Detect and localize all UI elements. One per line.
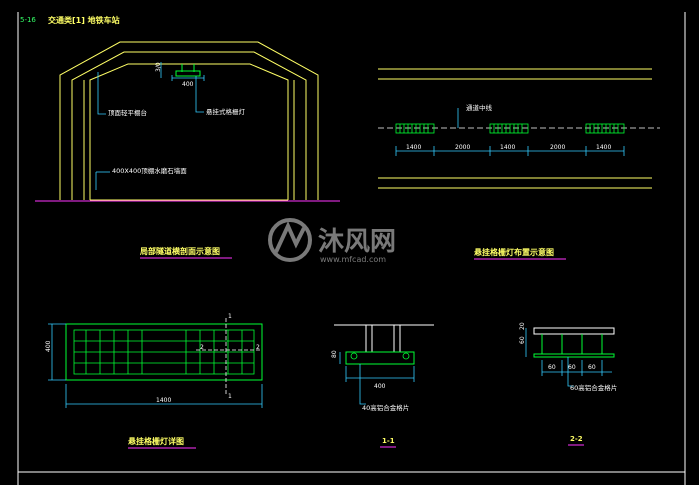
watermark-url: www.mfcad.com [320,255,386,264]
lamp-dim-side: 3/0 [155,62,162,72]
plan-dim-4: 2000 [550,144,565,151]
grille-mark-left: 2 [200,344,204,351]
grille-detail-plan: 1 1 2 2 400 1400 悬挂格栅灯详图 [45,313,263,449]
section-2-2-top-rail [533,327,615,335]
watermark-brand: 沐风网 [318,227,396,257]
label-lamp: 悬挂式格栅灯 [206,107,246,116]
section-1-1-dims [339,352,415,405]
page-code: 5-16 [20,16,36,24]
grille-detail-title: 悬挂格栅灯详图 [127,436,184,446]
watermark-logo-icon [268,218,312,262]
grille-dim-width: 1400 [156,397,171,404]
plan-lamp-2 [489,123,529,134]
section-1-1-dim-400: 400 [374,383,386,390]
section-2-2-dims [525,328,612,387]
grille-dim-height: 400 [45,340,52,352]
hanging-lamp [175,64,201,77]
section-1-1: 80 400 40高铝合金格片 1-1 [331,324,434,448]
label-centerline: 通道中线 [466,103,493,112]
section-1-1-title: 1-1 [382,437,395,445]
section-2-2-label-fin: 60高铝合金格片 [570,383,617,392]
watermark: 沐风网 www.mfcad.com [268,218,396,264]
tunnel-arch-outline [59,41,319,201]
lamp-dim-400: 400 [182,81,194,88]
plan-lamp-1 [395,123,435,134]
grille-mark-right: 2 [256,344,260,351]
lamp-layout-plan: 通道中线 1400 2000 1400 2000 1400 悬挂格栅灯布置示意图 [378,68,660,260]
plan-dim-3: 1400 [500,144,515,151]
grille-section-marks [196,318,262,396]
section-1-1-label-fin: 40高铝合金格片 [362,403,409,412]
plan-lamp-3 [585,123,625,134]
grille-fins [74,330,254,374]
plan-dim-5: 1400 [596,144,611,151]
plan-view-title: 悬挂格栅灯布置示意图 [473,247,554,257]
plan-dim-1: 1400 [406,144,421,151]
section-2-2-bottom-rail [533,353,615,358]
section-1-1-hangers [365,325,401,352]
section-leaders [95,72,204,190]
label-ceiling: 顶面轻平棚台 [108,108,147,117]
plan-dim-2: 2000 [455,144,470,151]
section-2-2-dim-60-c: 60 [588,364,596,371]
project-title: 交通类[1] 地铁车站 [48,15,120,25]
plan-edges [378,68,652,189]
grille-mark-top: 1 [228,313,232,320]
grille-outer-frame [65,323,263,381]
lamp-dimension [160,62,205,81]
section-2-2-dim-60: 60 [519,336,526,344]
label-column: 400X400顶棚水磨石墙面 [112,166,187,175]
section-2-2-dim-60-b: 60 [568,364,576,371]
drawing-frame [17,12,686,485]
section-2-2-dim-20: 20 [519,322,526,330]
grille-dims [48,323,263,408]
section-1-1-tube-left [350,352,358,360]
section-1-1-tube-right [402,352,410,360]
section-view-title: 局部隧道横剖面示意图 [139,246,220,256]
tunnel-section-view: 400 3/0 顶面轻平棚台 悬挂式格栅灯 400X400顶棚水磨石墙面 局部隧… [35,41,340,259]
section-1-1-dim-80: 80 [331,350,338,358]
plan-dim-chain [395,146,625,156]
section-2-2: 60 20 60 60 60 60高铝合金格片 2-2 [519,322,617,446]
section-2-2-title: 2-2 [570,435,583,443]
section-2-2-fins [541,334,603,354]
section-1-1-housing [345,351,415,365]
section-2-2-dim-60-a: 60 [548,364,556,371]
grille-mark-bottom: 1 [228,393,232,400]
